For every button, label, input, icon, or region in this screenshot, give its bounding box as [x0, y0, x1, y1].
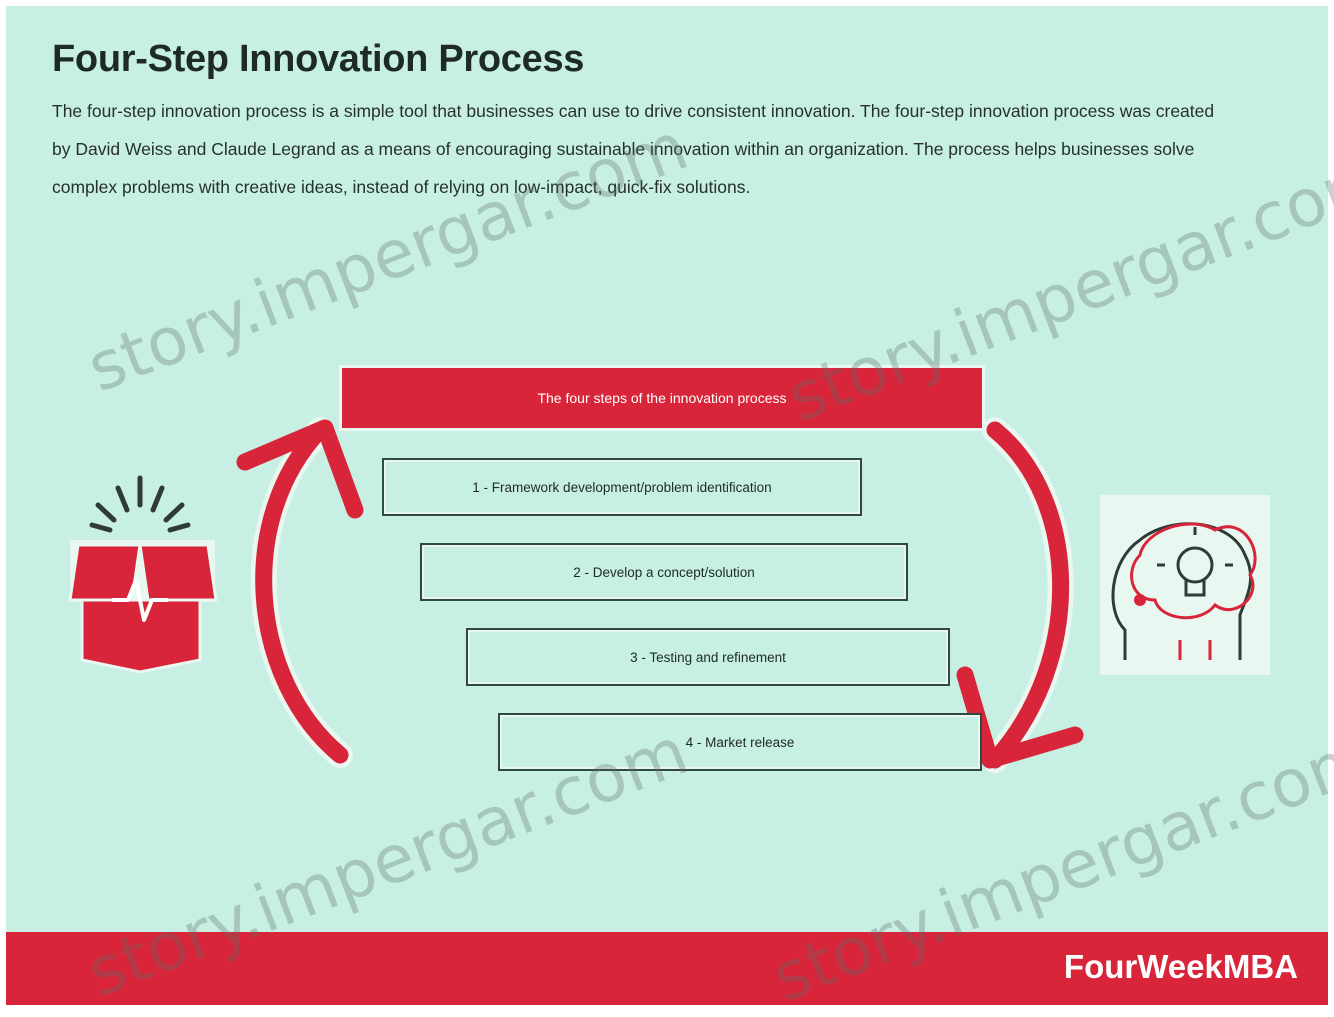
- step-2-box: 2 - Develop a concept/solution: [420, 543, 908, 601]
- page-title: Four-Step Innovation Process: [52, 38, 585, 80]
- step-1-box: 1 - Framework development/problem identi…: [382, 458, 862, 516]
- brand-logo: FourWeekMBA: [1063, 948, 1298, 985]
- step-4-box: 4 - Market release: [498, 713, 982, 771]
- cycle-arrow-up-icon: [236, 417, 364, 768]
- intro-paragraph: The four-step innovation process is a si…: [52, 101, 1215, 197]
- open-box-icon: [68, 475, 218, 674]
- diagram-header: The four steps of the innovation process: [342, 368, 982, 428]
- step-3-box: 3 - Testing and refinement: [466, 628, 950, 686]
- head-lightbulb-icon: [1100, 495, 1270, 675]
- footer-bar: FourWeekMBA: [6, 932, 1328, 1005]
- cycle-arrow-down-icon: [956, 417, 1084, 773]
